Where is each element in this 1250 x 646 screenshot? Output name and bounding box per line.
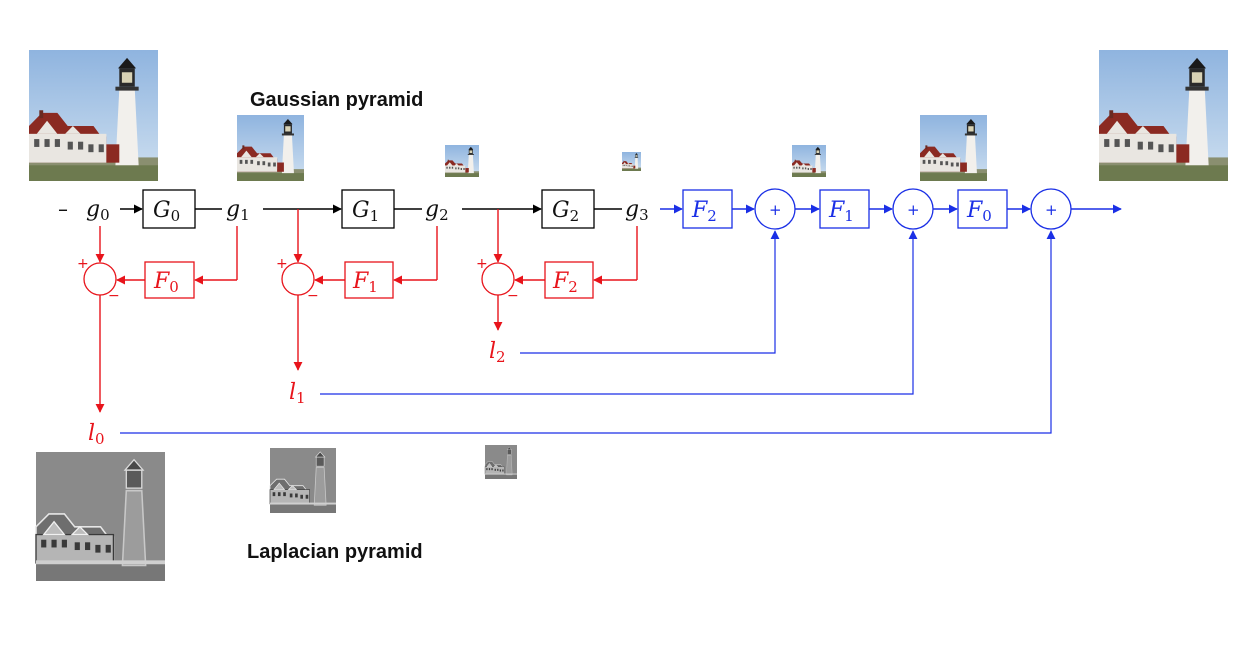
adder-1-plus: + <box>907 201 920 219</box>
line-l1-to-adder-1 <box>320 230 918 395</box>
block-F1-blue-label: F1 <box>828 198 854 225</box>
adder-2-plus: + <box>769 201 782 219</box>
lead-dash: – <box>58 197 68 221</box>
line-l0-to-adder-0 <box>120 230 1056 434</box>
block-G0-label: G0 <box>153 198 180 225</box>
reconstructed-image-level-2 <box>792 145 826 177</box>
block-F0-blue-label: F0 <box>966 198 992 225</box>
reconstructed-image-level-1 <box>920 115 987 181</box>
block-F2-blue-label: F2 <box>691 198 717 225</box>
gaussian-image-level-2 <box>445 145 479 177</box>
gaussian-image-level-3 <box>622 152 641 171</box>
laplacian-image-level-1 <box>269 447 337 514</box>
signal-g0: g0 <box>86 197 110 224</box>
subtractor-1-plus: + <box>276 256 288 272</box>
block-G2 <box>541 189 595 229</box>
block-F1-blue <box>819 189 870 229</box>
block-G1-label: G1 <box>352 198 379 225</box>
block-F0-blue <box>957 189 1008 229</box>
signal-l1: l1 <box>289 380 306 407</box>
laplacian-pyramid-title: Laplacian pyramid <box>247 541 423 563</box>
signal-g1: g1 <box>226 197 250 224</box>
block-F2-red-label: F2 <box>552 269 578 296</box>
subtractor-0-minus: − <box>108 288 120 304</box>
line-l2-to-adder-2 <box>520 230 780 354</box>
subtractor-2-plus: + <box>476 256 488 272</box>
reconstructed-image-level-0 <box>1099 50 1228 181</box>
laplacian-image-level-2 <box>484 444 518 480</box>
gaussian-image-level-1 <box>237 115 304 181</box>
block-F2-red <box>544 261 594 299</box>
block-F1 <box>344 261 394 299</box>
signal-l0: l0 <box>88 421 105 448</box>
block-F1-label: F1 <box>352 269 378 296</box>
block-G2-label: G2 <box>552 198 579 225</box>
gaussian-pyramid-title: Gaussian pyramid <box>250 89 423 111</box>
block-F0 <box>144 261 195 299</box>
block-F0-label: F0 <box>153 269 179 296</box>
adder-0-plus: + <box>1045 201 1058 219</box>
subtractor-0-plus: + <box>77 256 89 272</box>
subtractor-1-minus: − <box>307 288 319 304</box>
signal-g3: g3 <box>625 197 649 224</box>
subtractor-2-minus: − <box>507 288 519 304</box>
signal-g2: g2 <box>425 197 449 224</box>
signal-l2: l2 <box>489 339 506 366</box>
gaussian-image-level-0 <box>29 50 158 181</box>
laplacian-image-level-0 <box>35 451 166 582</box>
